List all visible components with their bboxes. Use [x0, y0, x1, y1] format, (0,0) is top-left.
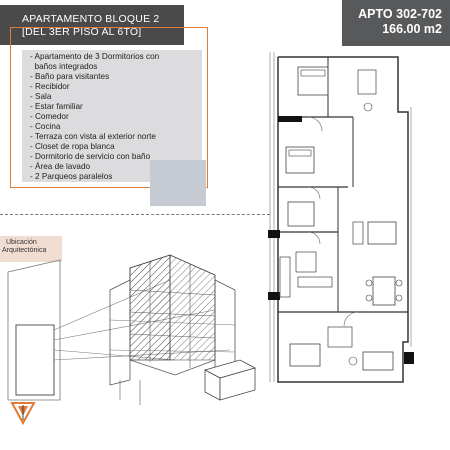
floor-plan: [268, 52, 414, 383]
dashed-divider: [0, 214, 270, 215]
feature-item: baños integrados: [30, 62, 98, 71]
location-label: Ubicación Arquitectónica: [0, 236, 62, 262]
feature-item: - Recibidor: [30, 82, 70, 91]
feature-item: - Estar familiar: [30, 102, 83, 111]
feature-item: - Dormitorio de servicio con baño: [30, 152, 151, 161]
feature-item: - Terraza con vista al exterior norte: [30, 132, 156, 141]
location-label-line2: Arquitectónica: [2, 247, 47, 254]
feature-item: - Closet de ropa blanca: [30, 142, 115, 151]
header-title: APARTAMENTO BLOQUE 2: [22, 13, 160, 25]
location-label-line1: Ubicación: [6, 239, 37, 246]
north-arrow-icon: [10, 402, 36, 426]
decorative-gray-box: [150, 160, 206, 206]
header-subtitle: [DEL 3ER PISO AL 6TO]: [22, 26, 142, 38]
feature-item: - Cocina: [30, 122, 61, 131]
feature-item: - Baño para visitantes: [30, 72, 110, 81]
apartment-code: APTO 302-702: [358, 7, 442, 21]
location-sketch: [7, 254, 257, 405]
apartment-area: 166.00 m2: [382, 22, 442, 36]
header-band: [0, 5, 184, 45]
features-frame: [10, 27, 208, 188]
apartment-band: [342, 0, 450, 46]
feature-item: - Sala: [30, 92, 52, 101]
feature-item: - 2 Parqueos paralelos: [30, 172, 113, 181]
feature-item: - Comedor: [30, 112, 69, 121]
feature-item: - Apartamento de 3 Dormitorios con: [30, 52, 160, 61]
feature-item: - Área de lavado: [30, 162, 91, 171]
